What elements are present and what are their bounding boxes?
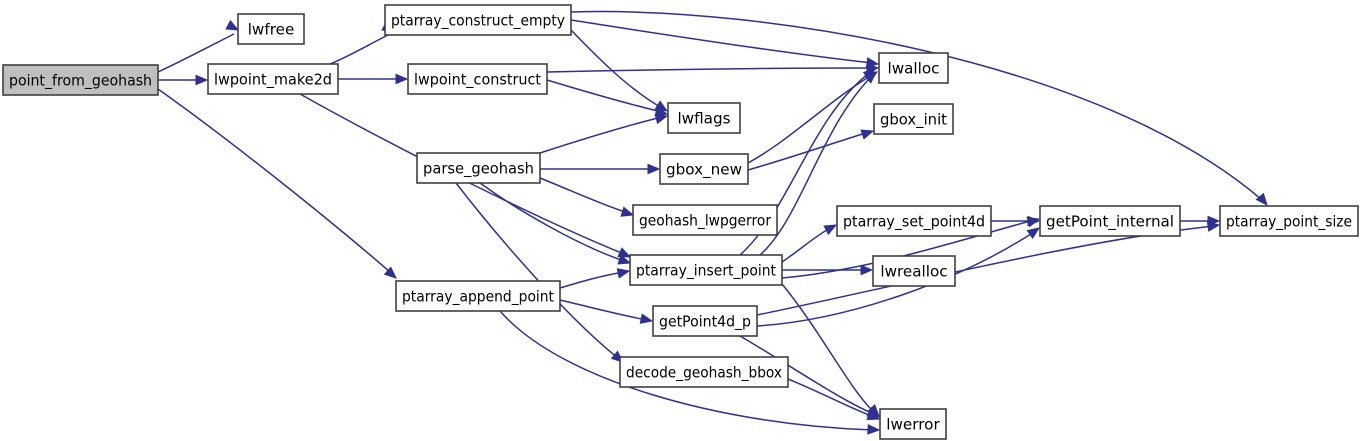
call-edge-getPoint4d_p-to-getPoint_internal	[756, 227, 1041, 327]
call-edge-ptarray_construct_empty-to-ptarray_point_size	[570, 10, 1268, 206]
graph-node-parse_geohash[interactable]: parse_geohash	[416, 152, 541, 184]
edge-arrowhead-icon	[1026, 227, 1041, 239]
call-edge-point_from_geohash-to-lwpoint_make2d	[158, 74, 209, 86]
edge-arrowhead-icon	[862, 68, 877, 81]
node-box-lwpoint_construct[interactable]	[407, 63, 548, 95]
call-edge-point_from_geohash-to-ptarray_append_point	[157, 88, 397, 279]
graph-node-lwfree[interactable]: lwfree	[237, 13, 305, 45]
node-box-gbox_new[interactable]	[659, 153, 749, 185]
call-edge-ptarray_append_point-to-ptarray_insert_point	[559, 268, 631, 289]
edge-arrowhead-icon	[823, 224, 838, 236]
edge-arrowhead-icon	[860, 129, 875, 140]
call-edge-ptarray_construct_empty-to-lwflags	[570, 29, 669, 112]
node-box-getPoint4d_p[interactable]	[652, 305, 758, 337]
node-box-ptarray_set_point4d[interactable]	[836, 205, 992, 237]
graph-node-geohash_lwpgerror[interactable]: geohash_lwpgerror	[632, 204, 778, 236]
graph-node-lwrealloc[interactable]: lwrealloc	[872, 255, 956, 287]
call-edge-decode_geohash_bbox-to-lwerror	[787, 378, 881, 421]
node-box-geohash_lwpgerror[interactable]	[632, 204, 778, 236]
node-box-gbox_init[interactable]	[873, 103, 954, 135]
graph-node-ptarray_append_point[interactable]: ptarray_append_point	[395, 280, 561, 312]
node-box-ptarray_point_size[interactable]	[1219, 205, 1359, 237]
graph-node-gbox_init[interactable]: gbox_init	[873, 103, 954, 135]
call-edge-lwpoint_construct-to-lwalloc	[546, 62, 880, 74]
call-edge-gbox_new-to-gbox_init	[747, 129, 875, 171]
node-box-ptarray_insert_point[interactable]	[629, 254, 783, 286]
edge-arrowhead-icon	[654, 113, 669, 125]
node-box-decode_geohash_bbox[interactable]	[619, 356, 789, 388]
graph-node-lwflags[interactable]: lwflags	[667, 102, 741, 134]
edge-arrowhead-icon	[647, 163, 661, 175]
node-box-ptarray_append_point[interactable]	[395, 280, 561, 312]
edge-arrowhead-icon	[867, 424, 881, 435]
edge-arrowhead-icon	[1207, 215, 1221, 227]
call-edge-parse_geohash-to-geohash_lwpgerror	[539, 177, 635, 217]
call-edge-ptarray_append_point-to-getPoint4d_p	[559, 299, 654, 324]
call-edge-parse_geohash-to-decode_geohash_bbox	[455, 182, 624, 363]
call-edge-ptarray_insert_point-to-lwalloc	[739, 68, 877, 256]
graph-node-ptarray_construct_empty[interactable]: ptarray_construct_empty	[384, 4, 572, 36]
edge-arrowhead-icon	[616, 268, 631, 279]
node-box-lwflags[interactable]	[667, 102, 741, 134]
graph-node-point_from_geohash[interactable]: point_from_geohash	[2, 64, 159, 96]
graph-node-decode_geohash_bbox[interactable]: decode_geohash_bbox	[619, 356, 789, 388]
node-box-lwalloc[interactable]	[878, 52, 949, 84]
edge-arrowhead-icon	[383, 266, 397, 279]
graph-node-gbox_new[interactable]: gbox_new	[659, 153, 749, 185]
call-edge-parse_geohash-to-ptarray_insert_point	[479, 182, 632, 265]
edge-arrowhead-icon	[225, 19, 240, 31]
node-box-lwfree[interactable]	[237, 13, 305, 45]
call-edge-ptarray_append_point-to-lwerror	[499, 310, 881, 435]
call-edge-getPoint_internal-to-ptarray_point_size	[1180, 215, 1221, 227]
edge-arrowhead-icon	[617, 254, 632, 265]
call-edge-ptarray_construct_empty-to-lwalloc	[570, 19, 880, 68]
node-box-getPoint_internal[interactable]	[1039, 205, 1181, 237]
edge-arrowhead-icon	[866, 410, 881, 421]
call-edge-parse_geohash-to-lwflags	[539, 113, 669, 154]
edge-arrowhead-icon	[395, 73, 409, 85]
call-edge-point_from_geohash-to-lwfree	[157, 19, 240, 73]
node-box-point_from_geohash[interactable]	[2, 64, 159, 96]
node-box-parse_geohash[interactable]	[416, 152, 541, 184]
edge-arrowhead-icon	[1027, 215, 1041, 227]
node-box-ptarray_construct_empty[interactable]	[384, 4, 572, 36]
edge-arrowhead-icon	[639, 313, 654, 324]
call-edge-lwpoint_construct-to-lwflags	[546, 79, 669, 117]
graph-node-ptarray_insert_point[interactable]: ptarray_insert_point	[629, 254, 783, 286]
call-edge-lwpoint_make2d-to-lwpoint_construct	[338, 73, 409, 85]
edge-arrowhead-icon	[620, 206, 635, 217]
graph-node-ptarray_set_point4d[interactable]: ptarray_set_point4d	[836, 205, 992, 237]
graph-node-getPoint_internal[interactable]: getPoint_internal	[1039, 205, 1181, 237]
call-edge-parse_geohash-to-gbox_new	[540, 163, 661, 175]
call-edge-ptarray_insert_point-to-ptarray_set_point4d	[781, 224, 838, 263]
call-edge-ptarray_set_point4d-to-getPoint_internal	[991, 215, 1041, 227]
call-edge-gbox_new-to-lwalloc	[747, 71, 879, 164]
graph-node-ptarray_point_size[interactable]: ptarray_point_size	[1219, 205, 1359, 237]
node-box-lwrealloc[interactable]	[872, 255, 956, 287]
node-box-lwpoint_make2d[interactable]	[207, 63, 339, 95]
call-edge-ptarray_insert_point-to-lwrealloc	[782, 264, 874, 276]
graph-node-getPoint4d_p[interactable]: getPoint4d_p	[652, 305, 758, 337]
graph-node-lwpoint_construct[interactable]: lwpoint_construct	[407, 63, 548, 95]
edge-arrowhead-icon	[195, 74, 209, 86]
node-box-lwerror[interactable]	[879, 408, 947, 440]
graph-node-lwpoint_make2d[interactable]: lwpoint_make2d	[207, 63, 339, 95]
edge-arrowhead-icon	[860, 264, 874, 276]
graph-node-lwalloc[interactable]: lwalloc	[878, 52, 949, 84]
edge-arrowhead-icon	[1255, 192, 1268, 206]
graph-node-lwerror[interactable]: lwerror	[879, 408, 947, 440]
